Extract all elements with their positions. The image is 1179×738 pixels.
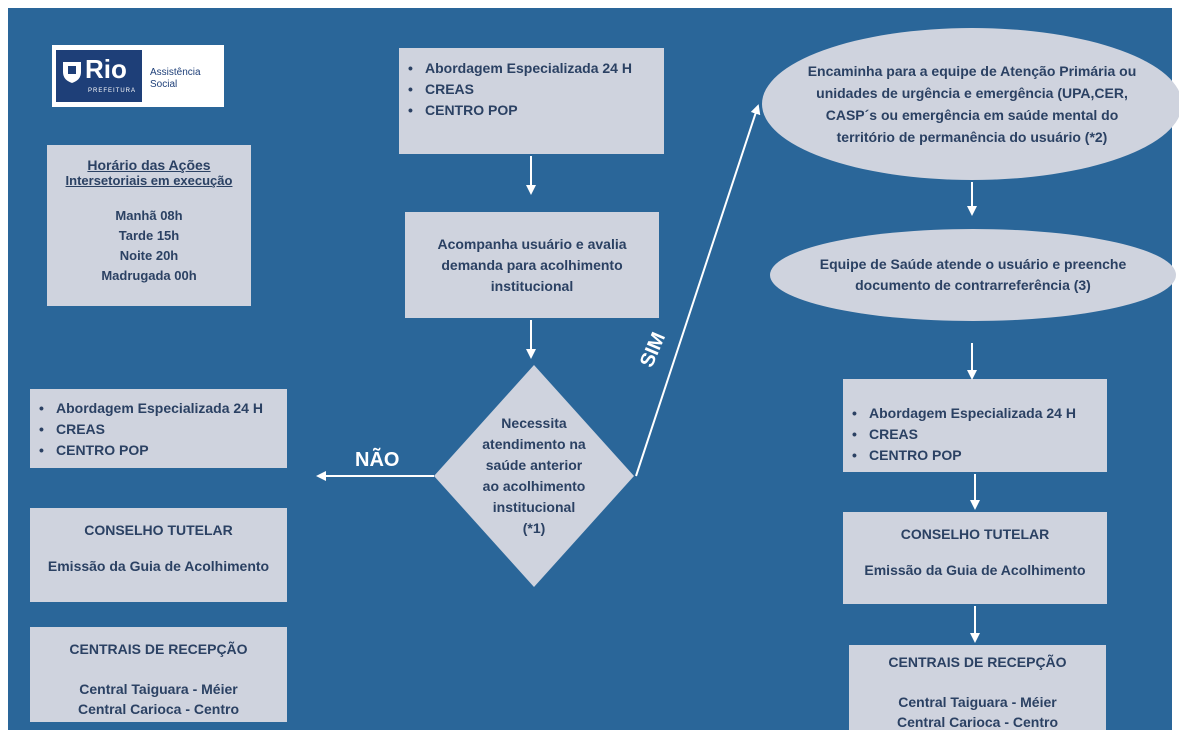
decision-line: ao acolhimento: [482, 478, 586, 494]
no-label: NÃO: [355, 449, 400, 471]
service-item: CREAS: [39, 419, 287, 440]
logo-brand: Rio: [85, 54, 127, 84]
schedule-time: Madrugada 00h: [101, 268, 197, 283]
logo-dept: Assistência Social: [150, 67, 201, 91]
arrow-decision-yes: [635, 104, 761, 477]
centrals-title: CENTRAIS DE RECEPÇÃO: [69, 641, 248, 657]
right-council-box: CONSELHO TUTELAR Emissão da Guia de Acol…: [843, 512, 1107, 604]
left-centrals-box: CENTRAIS DE RECEPÇÃO Central Taiguara - …: [30, 627, 287, 722]
schedule-time: Tarde 15h: [118, 228, 180, 243]
service-item: CENTRO POP: [852, 445, 1107, 466]
health-team-ellipse: Equipe de Saúde atende o usuário e preen…: [770, 229, 1176, 321]
left-services-box: Abordagem Especializada 24 H CREAS CENTR…: [30, 389, 287, 468]
health-team-text: Equipe de Saúde atende o usuário e preen…: [819, 256, 1127, 293]
logo-blue-block: Rio PREFEITURA: [56, 50, 142, 102]
service-item: CREAS: [408, 79, 664, 100]
decision-line: atendimento na: [482, 436, 586, 452]
decision-line: institucional: [492, 499, 576, 515]
right-centrals-box: CENTRAIS DE RECEPÇÃO Central Taiguara - …: [849, 645, 1106, 730]
logo-sub: PREFEITURA: [88, 88, 137, 94]
centrals-title: CENTRAIS DE RECEPÇÃO: [888, 654, 1067, 670]
service-item: Abordagem Especializada 24 H: [408, 58, 664, 79]
schedule-time: Manhã 08h: [115, 208, 183, 223]
schedule-title-line1: Horário das Ações: [87, 157, 211, 173]
council-title: CONSELHO TUTELAR: [84, 522, 233, 538]
service-item: CENTRO POP: [408, 100, 664, 121]
service-item: CREAS: [852, 424, 1107, 445]
schedule-title-line2: Intersetoriais em execução: [65, 173, 233, 188]
council-text: Emissão da Guia de Acolhimento: [864, 562, 1086, 578]
coat-of-arms-icon: [63, 62, 81, 83]
schedule-time: Noite 20h: [119, 248, 179, 263]
logo-dept-line2: Social: [150, 79, 178, 90]
left-council-box: CONSELHO TUTELAR Emissão da Guia de Acol…: [30, 508, 287, 602]
decision-line: (*1): [522, 520, 546, 536]
centrals-line: Central Taiguara - Méier: [898, 694, 1057, 710]
follow-up-box: Acompanha usuário e avalia demanda para …: [405, 212, 659, 318]
referral-ellipse: Encaminha para a equipe de Atenção Primá…: [762, 28, 1179, 180]
service-item: CENTRO POP: [39, 440, 287, 461]
rio-logo: Rio PREFEITURA Assistência Social: [52, 45, 224, 107]
council-title: CONSELHO TUTELAR: [900, 526, 1050, 542]
referral-text: Encaminha para a equipe de Atenção Primá…: [807, 63, 1137, 145]
centrals-line: Central Carioca - Centro: [896, 714, 1059, 730]
right-services-box: Abordagem Especializada 24 H CREAS CENTR…: [843, 379, 1107, 472]
logo-dept-line1: Assistência: [150, 67, 201, 78]
service-item: Abordagem Especializada 24 H: [39, 398, 287, 419]
decision-line: saúde anterior: [485, 457, 583, 473]
top-services-box: Abordagem Especializada 24 H CREAS CENTR…: [399, 48, 664, 154]
schedule-box: Horário das Ações Intersetoriais em exec…: [47, 145, 251, 306]
decision-text: Necessita atendimento na saúde anterior …: [434, 365, 634, 587]
decision-line: Necessita: [501, 415, 567, 431]
council-text: Emissão da Guia de Acolhimento: [47, 558, 270, 574]
centrals-line: Central Taiguara - Méier: [79, 681, 238, 697]
follow-up-text: Acompanha usuário e avalia demanda para …: [437, 235, 627, 294]
service-item: Abordagem Especializada 24 H: [852, 403, 1107, 424]
centrals-line: Central Carioca - Centro: [77, 701, 240, 717]
